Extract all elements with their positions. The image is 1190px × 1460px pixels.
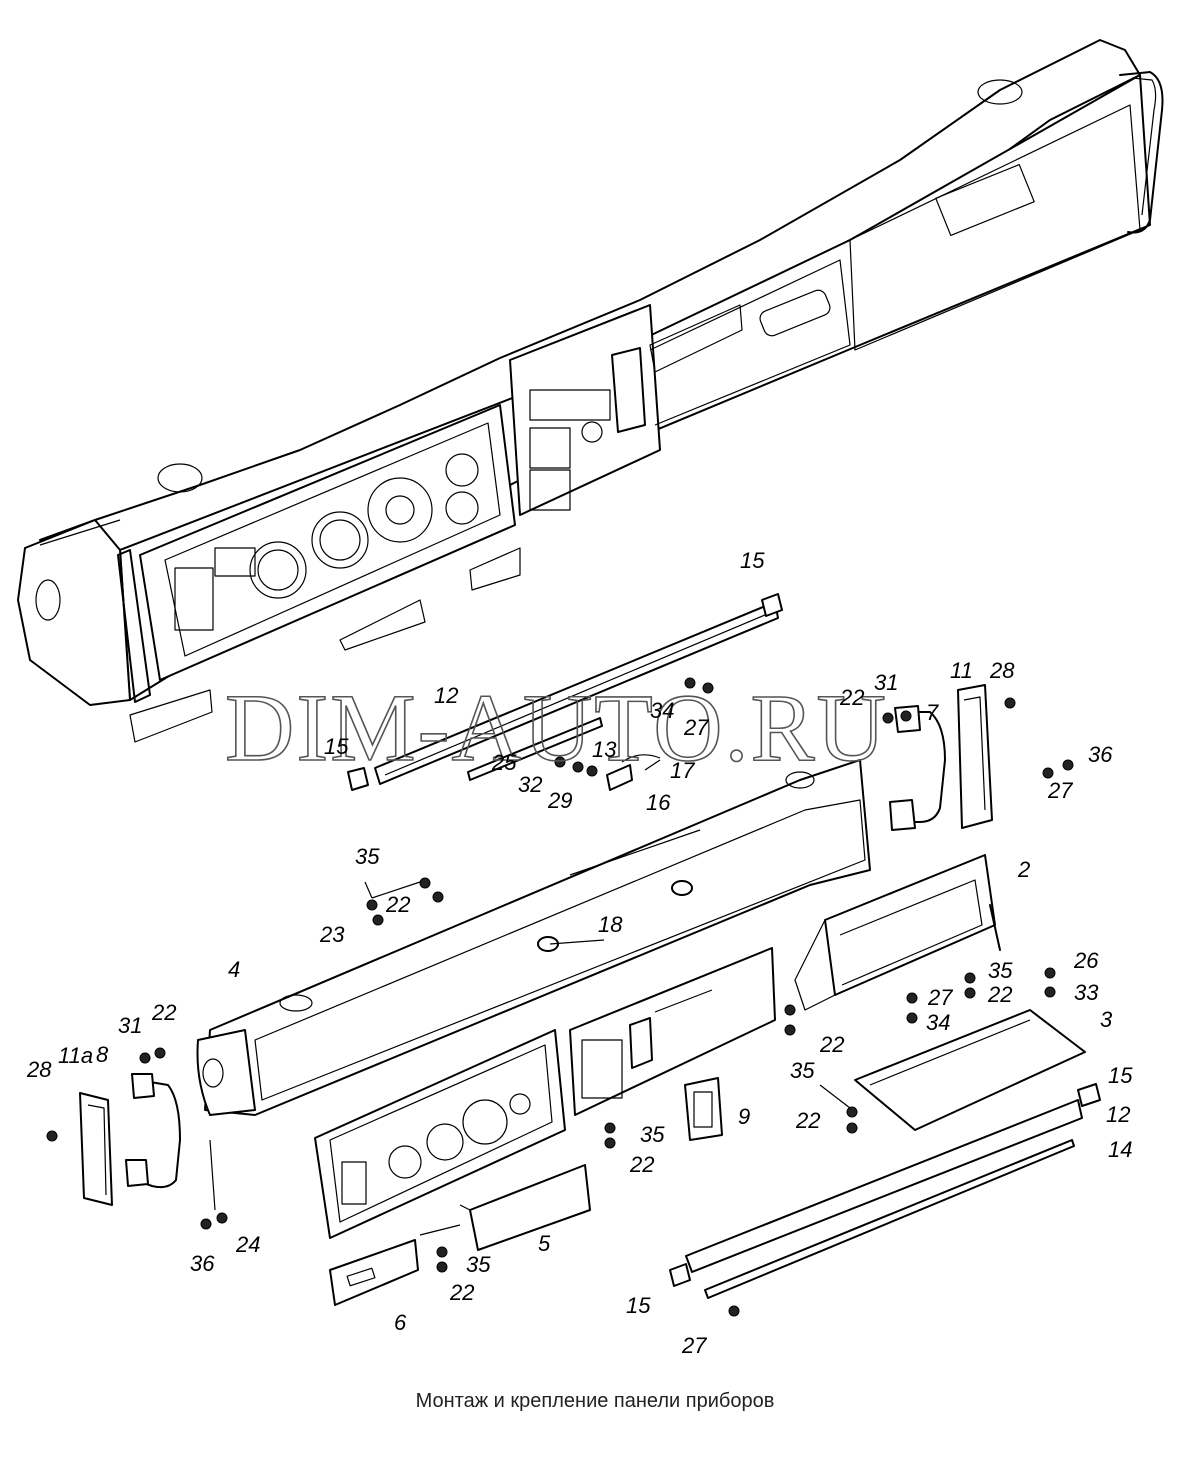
part-label: 3 [1100,1007,1113,1032]
part-label: 11а [58,1043,93,1068]
part-label: 16 [646,790,671,815]
part-label: 35 [790,1058,815,1083]
part-label: 24 [235,1232,260,1257]
part-label: 27 [1047,778,1073,803]
switch-block-9 [684,1077,723,1141]
fasteners [46,677,1074,1317]
part-label: 11 [950,658,973,683]
part-label: 14 [1108,1137,1132,1162]
part-label: 15 [740,548,765,573]
part-label: 32 [518,772,542,797]
leader-lines [209,759,851,1236]
part-label: 29 [547,788,572,813]
part-label: 36 [1088,742,1113,767]
trim-strip-lower [669,1083,1101,1299]
switch-panel [569,947,776,1116]
bracket-5 [459,1164,591,1251]
part-label: 4 [228,957,240,982]
part-label: 12 [434,683,458,708]
part-label: 35 [355,844,380,869]
part-label: 26 [1073,948,1099,973]
part-label: 25 [491,750,517,775]
part-label: 15 [1108,1063,1133,1088]
part-label: 35 [988,958,1013,983]
part-label: 34 [926,1010,950,1035]
part-label: 28 [26,1057,52,1082]
part-label: 35 [640,1122,665,1147]
part-label: 28 [989,658,1015,683]
part-label: 22 [151,1000,176,1025]
part-label: 31 [118,1013,142,1038]
part-label: 7 [926,700,939,725]
part-label: 33 [1074,980,1099,1005]
part-label: 23 [319,922,345,947]
part-label: 34 [650,698,674,723]
part-label: 22 [449,1280,474,1305]
part-label: 31 [874,670,898,695]
part-label: 27 [927,985,953,1010]
part-label: 15 [626,1293,651,1318]
handle-left [125,1073,181,1189]
part-label: 27 [683,715,709,740]
part-label: 8 [96,1042,109,1067]
part-label: 13 [592,737,617,762]
part-label: 27 [681,1333,707,1358]
part-labels: 15 12 13 15 17 16 25 32 29 34 27 22 31 7… [26,548,1133,1358]
part-label: 2 [1017,857,1030,882]
part-label: 5 [538,1231,551,1256]
part-label: 9 [738,1104,750,1129]
trim-strip-upper [347,593,783,791]
bracket-6 [329,1239,419,1306]
instrument-panel [314,1029,566,1239]
dashboard-frame [196,759,871,1116]
cover-plate [854,1009,1086,1131]
side-cap-right [957,684,993,829]
part-label: 22 [839,685,864,710]
part-label: 22 [987,982,1012,1007]
part-label: 22 [385,892,410,917]
part-label: 35 [466,1252,491,1277]
part-label: 22 [629,1152,654,1177]
part-label: 12 [1106,1102,1130,1127]
part-label: 18 [598,912,623,937]
part-label: 22 [795,1108,820,1133]
figure-caption: Монтаж и крепление панели приборов [415,1390,775,1412]
part-label: 22 [819,1032,844,1057]
part-label: 6 [394,1310,407,1335]
glove-box [794,854,1001,1011]
side-cap-left [79,1092,113,1206]
part-label: 36 [190,1251,215,1276]
part-label: 17 [670,758,695,783]
watermark: DIM-AUTO.RU [225,674,888,781]
assembled-dashboard [17,39,1164,743]
part-label: 15 [324,734,349,759]
